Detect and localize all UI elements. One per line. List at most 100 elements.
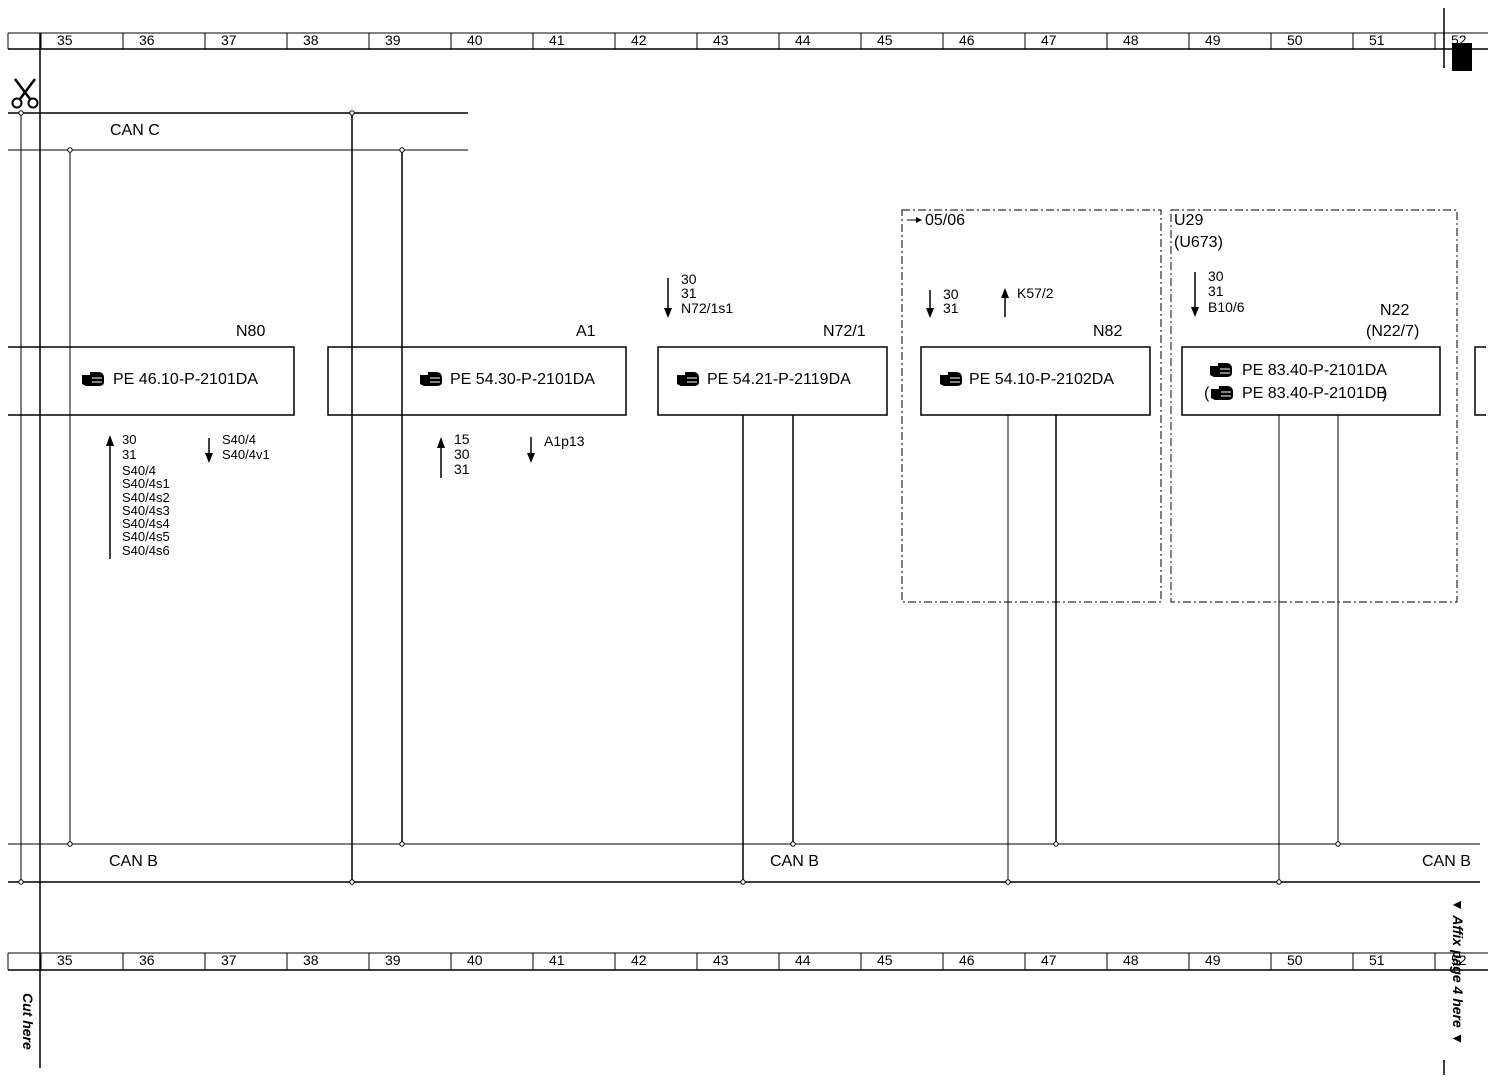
bottom-ruler-column-number: 40 <box>467 952 483 968</box>
module-n80-ref[interactable]: PE 46.10-P-2101DA <box>113 371 258 388</box>
top-ruler-column-number: 42 <box>631 32 647 48</box>
top-ruler-column-number: 48 <box>1123 32 1139 48</box>
can-b-label-mid: CAN B <box>770 853 819 870</box>
signal-item: S40/4s1 <box>122 476 170 491</box>
top-ruler-column-number: 47 <box>1041 32 1057 48</box>
down-arrow-icon <box>527 437 535 463</box>
module-a1[interactable]: A1 PE 54.30-P-2101DA <box>327 323 627 416</box>
signal-n72-31: 31 <box>681 285 697 301</box>
signal-a1-30: 30 <box>454 446 470 462</box>
signal-item: S40/4s4 <box>122 516 170 531</box>
top-ruler-column-number: 45 <box>877 32 893 48</box>
bottom-ruler-column-number: 38 <box>303 952 319 968</box>
bottom-ruler-column-number: 39 <box>385 952 401 968</box>
module-a1-ref[interactable]: PE 54.30-P-2101DA <box>450 371 595 388</box>
up-arrow-icon <box>106 435 114 559</box>
signal-a1-31: 31 <box>454 461 470 477</box>
signal-n72-n72-1s1: N72/1s1 <box>681 300 733 316</box>
module-n72-1-name: N72/1 <box>823 323 866 340</box>
group-u29-sublabel: (U673) <box>1174 234 1223 251</box>
module-n72-1[interactable]: N72/1 PE 54.21-P-2119DA <box>657 323 888 416</box>
top-ruler-column-number: 36 <box>139 32 155 48</box>
wires <box>20 113 1339 882</box>
signal-n22-30: 30 <box>1208 268 1224 284</box>
top-ruler-column-number: 37 <box>221 32 237 48</box>
up-arrow-icon <box>1001 288 1009 317</box>
bottom-ruler-column-number: 48 <box>1123 952 1139 968</box>
top-ruler-column-number: 50 <box>1287 32 1303 48</box>
signal-item: 30 <box>122 432 136 447</box>
signal-n82-30: 30 <box>943 286 959 302</box>
pointing-hand-icon <box>940 372 962 386</box>
affix-page-note: ▼ Affix page 4 here ▼ <box>1450 898 1466 1046</box>
can-b-label-right: CAN B <box>1422 853 1471 870</box>
top-ruler-column-number: 40 <box>467 32 483 48</box>
module-n22[interactable]: N22 (N22/7) PE 83.40-P-2101DA ( PE 83.40… <box>1181 302 1441 416</box>
scissors-icon <box>11 78 39 109</box>
module-n22-ref-alt[interactable]: PE 83.40-P-2101DB <box>1242 385 1387 402</box>
down-arrow-icon <box>664 278 672 318</box>
module-n80-name: N80 <box>236 323 265 340</box>
top-ruler-column-number: 51 <box>1369 32 1385 48</box>
up-arrow-icon <box>437 437 445 478</box>
junctions <box>18 110 1341 885</box>
bottom-ruler-column-number: 49 <box>1205 952 1221 968</box>
pointing-hand-icon <box>82 372 104 386</box>
group-0506-arrow-icon <box>907 217 922 223</box>
can-c-label: CAN C <box>110 122 160 139</box>
signal-n80-s40-4: S40/4 <box>222 432 256 447</box>
bottom-ruler-column-number: 44 <box>795 952 811 968</box>
module-n72-1-ref[interactable]: PE 54.21-P-2119DA <box>707 371 851 388</box>
bottom-ruler-column-number: 46 <box>959 952 975 968</box>
group-u29-label: U29 <box>1174 212 1203 229</box>
pointing-hand-icon <box>1211 386 1233 400</box>
module-n22-name-alt: (N22/7) <box>1366 323 1419 340</box>
top-ruler-column-number: 44 <box>795 32 811 48</box>
bottom-ruler-column-number: 45 <box>877 952 893 968</box>
signal-item: S40/4s2 <box>122 490 170 505</box>
top-ruler-column-number: 49 <box>1205 32 1221 48</box>
module-n22-ref[interactable]: PE 83.40-P-2101DA <box>1242 362 1387 379</box>
bottom-ruler-column-number: 36 <box>139 952 155 968</box>
group-box-0506 <box>901 209 1162 603</box>
pointing-hand-icon <box>677 372 699 386</box>
top-ruler-column-number: 35 <box>57 32 73 48</box>
group-0506-label: 05/06 <box>925 212 965 229</box>
down-arrow-icon <box>926 290 934 318</box>
bottom-ruler-column-number: 37 <box>221 952 237 968</box>
can-b-bus: CAN B CAN B CAN B <box>8 843 1480 883</box>
pointing-hand-icon <box>1210 363 1232 377</box>
module-n80[interactable]: N80 PE 46.10-P-2101DA <box>8 323 295 416</box>
signal-n82-31: 31 <box>943 300 959 316</box>
signal-n72-30: 30 <box>681 271 697 287</box>
signal-item: S40/4s5 <box>122 529 170 544</box>
signal-n82-k57-2: K57/2 <box>1017 285 1054 301</box>
bottom-ruler-column-number: 35 <box>57 952 73 968</box>
bottom-ruler-column-number: 42 <box>631 952 647 968</box>
page-tab-marker <box>1452 43 1472 71</box>
top-ruler-column-number: 43 <box>713 32 729 48</box>
module-n22-ref-alt-close: ) <box>1382 385 1387 402</box>
can-c-bus: CAN C <box>8 112 468 151</box>
signal-n22-b10-6: B10/6 <box>1208 299 1245 315</box>
down-arrow-icon <box>1191 272 1199 317</box>
bottom-ruler-column-number: 50 <box>1287 952 1303 968</box>
module-n82-name: N82 <box>1093 323 1122 340</box>
signal-item: S40/4s3 <box>122 503 170 518</box>
bottom-ruler-column-number: 43 <box>713 952 729 968</box>
signal-item: 31 <box>122 447 136 462</box>
module-a1-name: A1 <box>576 323 596 340</box>
top-ruler-column-number: 46 <box>959 32 975 48</box>
can-b-label-left: CAN B <box>109 853 158 870</box>
module-n82-ref[interactable]: PE 54.10-P-2102DA <box>969 371 1114 388</box>
cut-here-note: Cut here <box>20 993 36 1050</box>
signal-a1-a1p13: A1p13 <box>544 433 585 449</box>
module-n82[interactable]: N82 PE 54.10-P-2102DA <box>920 323 1151 416</box>
pointing-hand-icon <box>420 372 442 386</box>
bottom-ruler-column-number: 52 <box>1451 952 1467 968</box>
signal-n80-s40-4v1: S40/4v1 <box>222 447 270 462</box>
signal-n22-31: 31 <box>1208 283 1224 299</box>
bottom-ruler-column-number: 47 <box>1041 952 1057 968</box>
